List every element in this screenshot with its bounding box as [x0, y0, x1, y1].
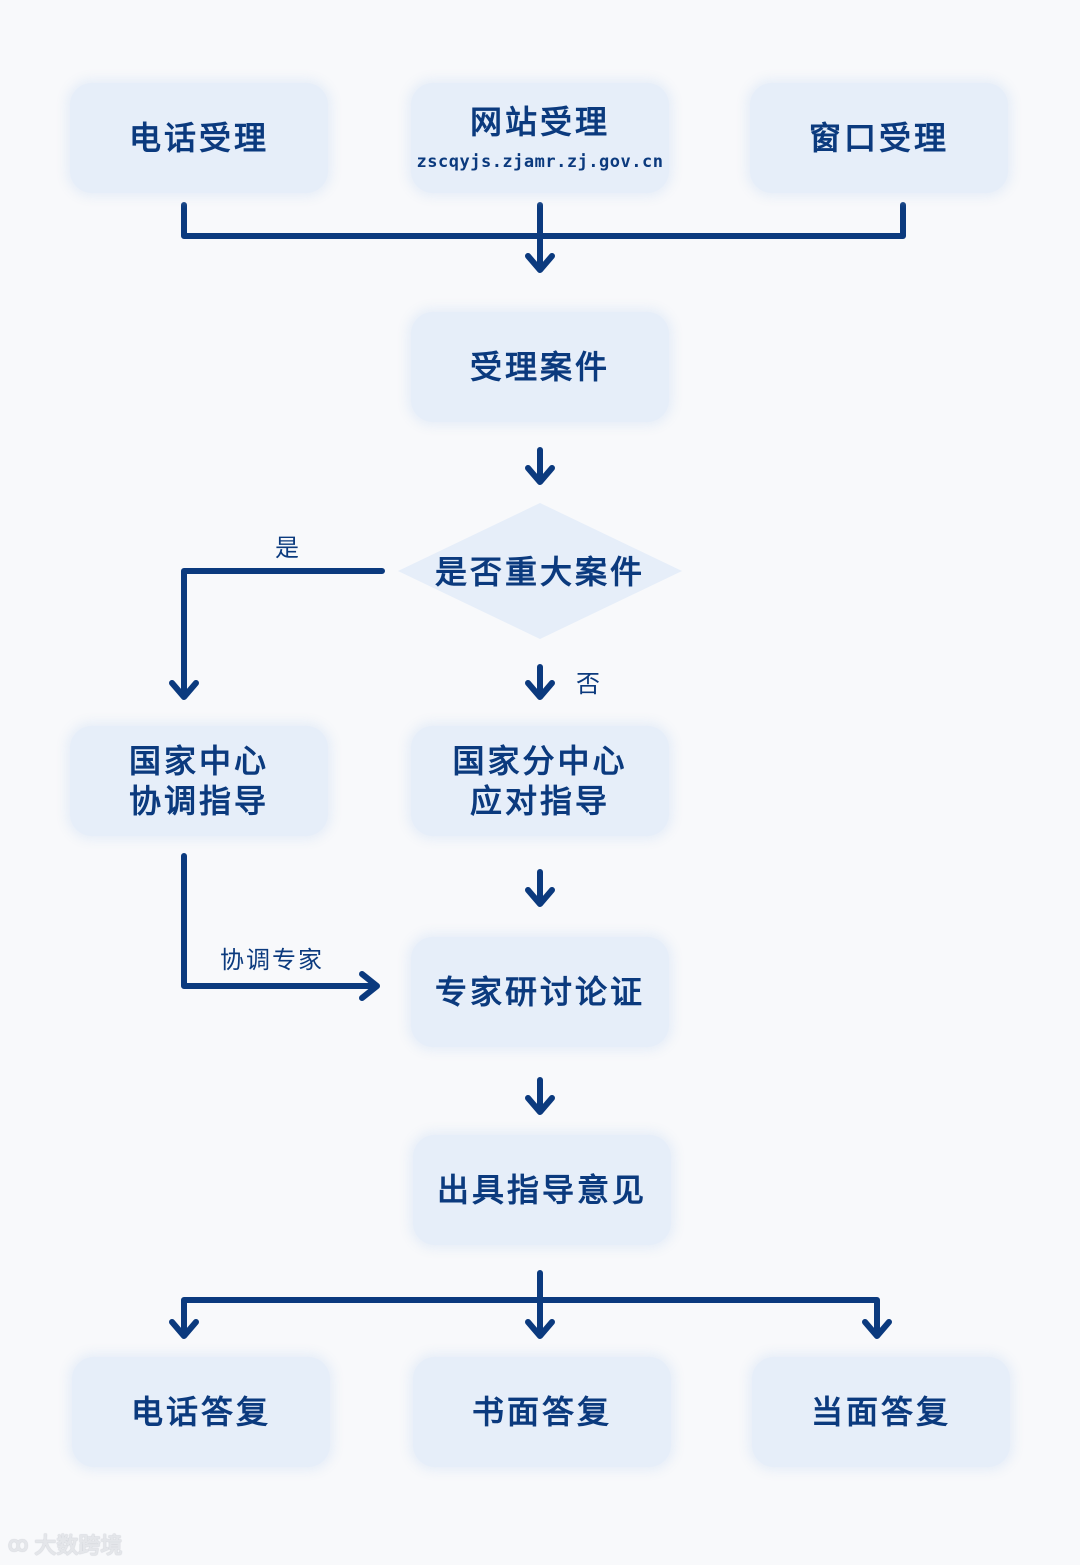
issue-opinion-label: 出具指导意见	[436, 1171, 647, 1209]
watermark: ꝏ 大数跨境	[8, 1528, 122, 1560]
yes-label: 是	[275, 534, 301, 562]
expert-review-label: 专家研讨论证	[434, 973, 645, 1011]
branch-center-node: 国家分中心 应对指导	[411, 726, 669, 836]
arrowhead-in-person-reply	[862, 1319, 892, 1339]
coordinate-experts-label: 协调专家	[220, 946, 324, 974]
website-url: zscqyjs.zjamr.zj.gov.cn	[416, 152, 664, 172]
phone-reply-node: 电话答复	[72, 1357, 330, 1467]
branch-center-line2: 应对指导	[469, 782, 610, 820]
written-reply-label: 书面答复	[471, 1393, 612, 1431]
decision-question: 是否重大案件	[434, 553, 645, 591]
arrowhead-coordinate-experts	[359, 971, 380, 1001]
arrowhead-decision	[525, 465, 555, 485]
decision-diamond	[398, 503, 682, 639]
expert-review-node: 专家研讨论证	[411, 937, 669, 1047]
no-label: 否	[576, 670, 602, 698]
in-person-reply-node: 当面答复	[752, 1357, 1010, 1467]
phone-reply-label: 电话答复	[130, 1393, 271, 1431]
issue-opinion-node: 出具指导意见	[413, 1135, 671, 1245]
national-center-node: 国家中心 协调指导	[70, 726, 328, 836]
accept-case-label: 受理案件	[469, 348, 610, 386]
yes-branch-line	[181, 568, 385, 698]
arrowhead-national-center	[169, 680, 199, 700]
written-reply-node: 书面答复	[413, 1357, 671, 1467]
arrowhead-issue-opinion	[525, 1095, 555, 1115]
national-center-line1: 国家中心	[128, 742, 269, 780]
arrowhead-expert-review	[525, 887, 555, 907]
arrowhead-written-reply	[525, 1319, 555, 1339]
website-intake-node: 网站受理 zscqyjs.zjamr.zj.gov.cn	[411, 83, 669, 193]
phone-intake-label: 电话受理	[128, 119, 269, 157]
branch-center-line1: 国家分中心	[452, 742, 628, 780]
in-person-reply-label: 当面答复	[810, 1393, 951, 1431]
phone-intake-node: 电话受理	[70, 83, 328, 193]
watermark-logo-icon: ꝏ	[8, 1532, 29, 1556]
coordinate-experts-line	[181, 853, 379, 989]
accept-case-node: 受理案件	[411, 312, 669, 422]
window-intake-node: 窗口受理	[750, 83, 1008, 193]
national-center-line2: 协调指导	[128, 782, 269, 820]
website-intake-label: 网站受理	[469, 103, 610, 141]
arrowhead-branch-center	[525, 680, 555, 700]
arrowhead-accept-case	[525, 253, 555, 273]
merge-line-top	[181, 202, 906, 239]
arrowhead-phone-reply	[169, 1319, 199, 1339]
window-intake-label: 窗口受理	[808, 119, 949, 157]
watermark-text: 大数跨境	[34, 1534, 123, 1559]
split-line-bottom	[181, 1270, 880, 1337]
